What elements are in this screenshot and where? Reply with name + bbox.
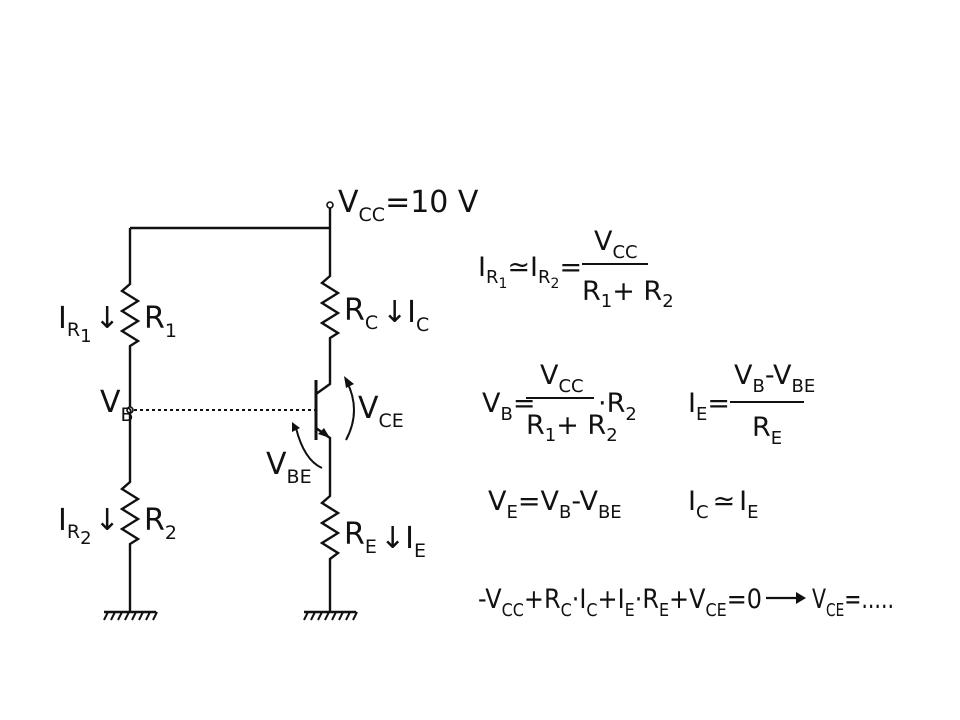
svg-text:R1+ R2: R1+ R2 [582, 276, 674, 312]
collector-wire [315, 344, 332, 395]
vce-arrow-icon [344, 376, 354, 388]
resistor-r1-symbol [119, 278, 141, 352]
ground-left-icon [103, 610, 158, 621]
vb-label: VB [100, 385, 134, 426]
r2-label: R2 [144, 503, 177, 544]
re-label: RE [344, 517, 377, 558]
equation-base-voltage: VB= VCC R1+ R2 ·R2 [482, 360, 637, 446]
vce-label: VCE [358, 391, 404, 432]
equation-divider-current: IR1≃IR2= VCC R1+ R2 [478, 226, 674, 312]
vcc-label: VCC=10 V [338, 185, 479, 226]
vcc-terminal [326, 201, 334, 209]
resistor-r2-symbol [119, 476, 141, 554]
vbe-arc [295, 427, 323, 469]
svg-text:IR1≃IR2=: IR1≃IR2= [478, 252, 582, 292]
vce-arc [345, 379, 355, 441]
rc-label: RC [344, 293, 378, 334]
wires [126, 201, 334, 612]
resistor-re-symbol [319, 490, 341, 566]
svg-text:R1+ R2: R1+ R2 [526, 410, 618, 446]
ir2-label: IR2↓ [58, 503, 120, 549]
equation-kvl-loop: -VCC+RC·IC+IE·RE+VCE=0 [478, 584, 762, 621]
ie-label: ↓IE [380, 521, 426, 562]
resistor-rc-symbol [319, 270, 341, 344]
npn-transistor-symbol [314, 380, 330, 440]
equation-emitter-voltage: VE=VB-VBE [488, 486, 622, 523]
implies-arrow-icon [766, 592, 806, 604]
equation-emitter-current: IE= VB-VBE RE [688, 360, 815, 449]
equation-vce-result: VCE=..... [812, 584, 894, 621]
ic-label: ↓IC [382, 295, 429, 336]
equation-collector-current: IC≃IE [688, 486, 759, 523]
svg-text:VCC: VCC [594, 226, 638, 263]
ir1-label: IR1↓ [58, 301, 120, 347]
emitter-arrow-icon [318, 428, 330, 438]
svg-text:IE=: IE= [688, 388, 730, 425]
svg-text:VCC: VCC [540, 360, 584, 397]
vbe-arrow-icon [292, 422, 300, 432]
svg-text:·R2: ·R2 [598, 388, 637, 425]
svg-text:RE: RE [752, 412, 782, 449]
ground-right-icon [303, 610, 358, 621]
svg-text:VB-VBE: VB-VBE [734, 360, 815, 397]
vbe-label: VBE [266, 447, 312, 488]
svg-text:VB=: VB= [482, 388, 535, 425]
vb-terminal [126, 406, 134, 414]
r1-label: R1 [144, 301, 177, 342]
